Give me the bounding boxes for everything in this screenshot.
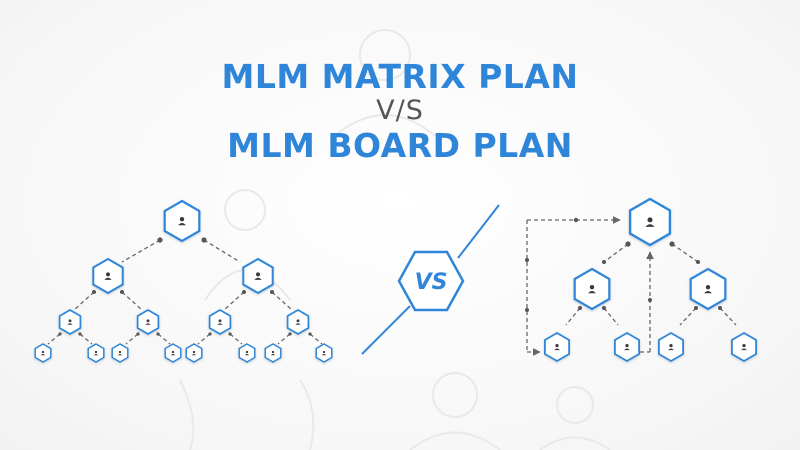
- matrix-node: [58, 309, 82, 335]
- board-node: [613, 331, 641, 363]
- matrix-node: [264, 343, 282, 363]
- board-node: [730, 331, 758, 363]
- matrix-node: [238, 343, 256, 363]
- matrix-level-3: [34, 343, 333, 363]
- vs-badge: VS: [397, 250, 465, 312]
- title-line-1: MLM MATRIX PLAN: [221, 57, 579, 96]
- board-node: [543, 331, 571, 363]
- matrix-node: [87, 343, 105, 363]
- matrix-node: [136, 309, 160, 335]
- matrix-node: [164, 343, 182, 363]
- matrix-node-l1-right: [242, 257, 274, 295]
- matrix-node-l1-left: [92, 257, 124, 295]
- title-separator: V/S: [376, 95, 424, 126]
- board-node: [657, 331, 685, 363]
- matrix-node-root: [163, 199, 201, 243]
- board-node-l1-right: [689, 267, 727, 311]
- board-level-2: [543, 331, 758, 363]
- matrix-plan-tree: [34, 199, 333, 363]
- matrix-level-2: [58, 309, 310, 335]
- matrix-node: [286, 309, 310, 335]
- matrix-node: [34, 343, 52, 363]
- matrix-node: [185, 343, 203, 363]
- matrix-node: [315, 343, 333, 363]
- matrix-node: [208, 309, 232, 335]
- board-node-l1-left: [573, 267, 611, 311]
- matrix-node: [111, 343, 129, 363]
- vs-divider: VS: [361, 204, 500, 355]
- vs-label: VS: [415, 270, 448, 295]
- board-node-root: [628, 197, 672, 247]
- board-plan-tree: [525, 197, 758, 363]
- title-line-3: MLM BOARD PLAN: [227, 126, 573, 165]
